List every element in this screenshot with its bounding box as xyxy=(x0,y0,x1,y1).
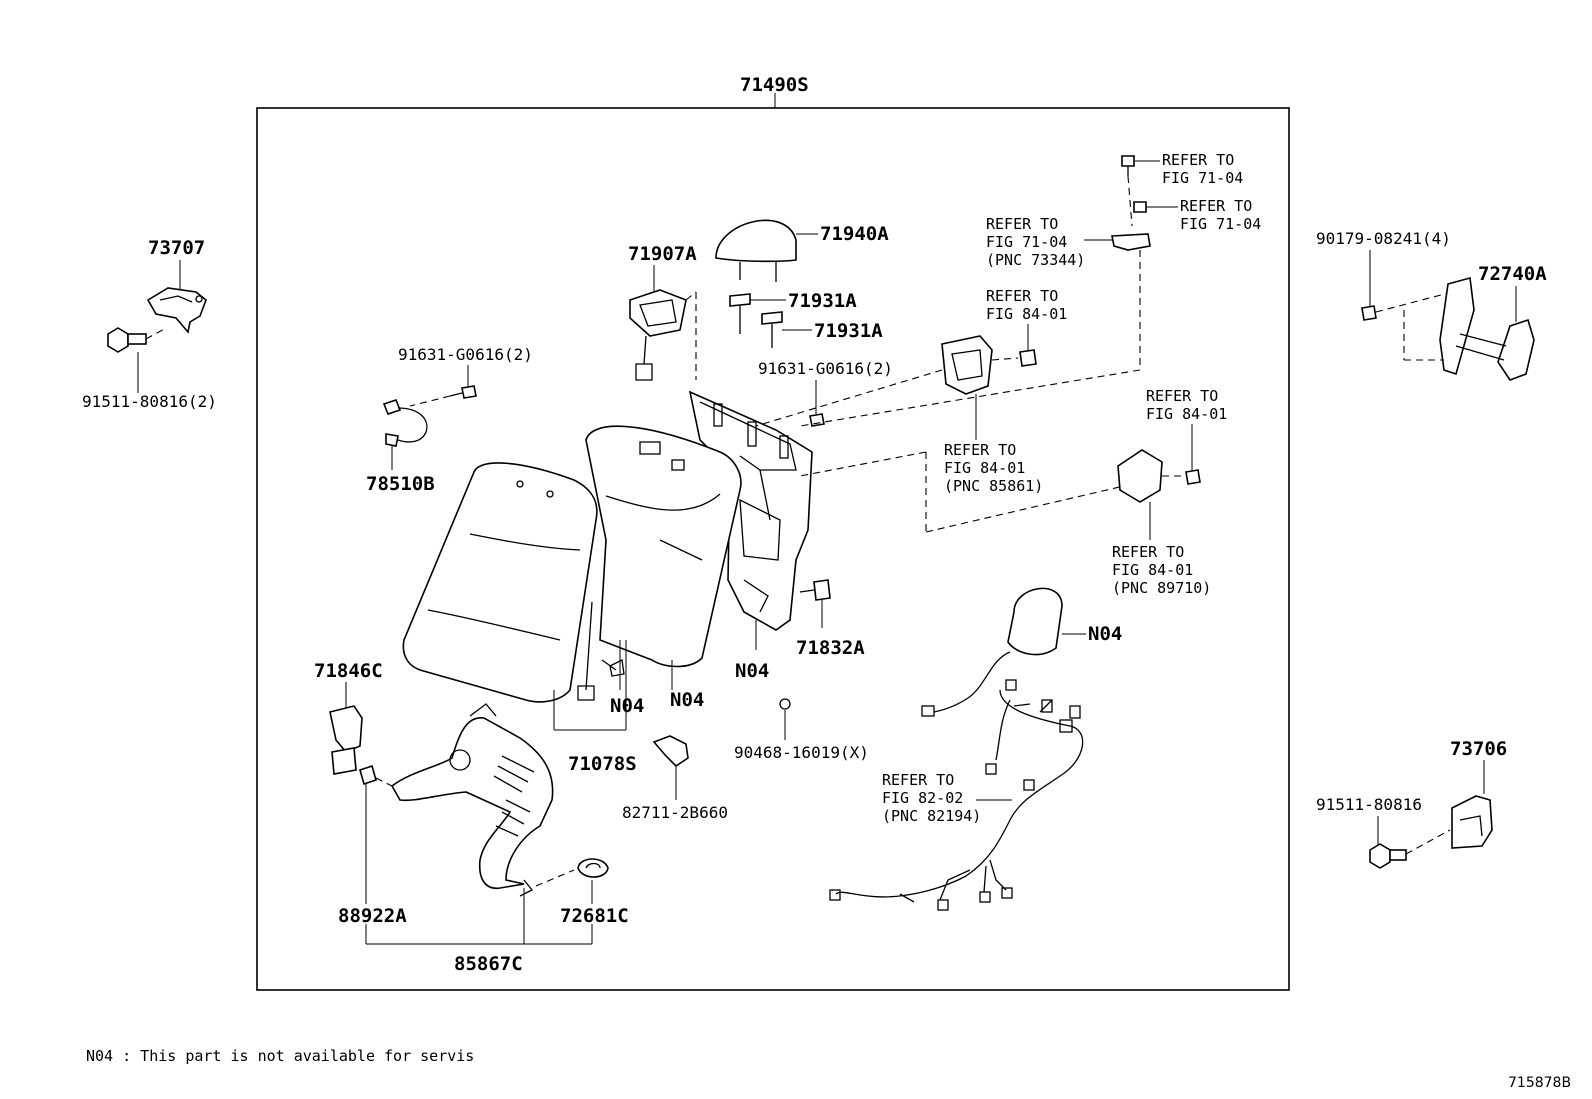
clip-88922a xyxy=(359,764,377,786)
harness-78510b xyxy=(382,399,428,447)
part-label-82711-2b660[interactable]: 82711-2B660 xyxy=(622,803,728,822)
ecu-pnc-89710 xyxy=(1117,449,1163,503)
part-label-n04-a[interactable]: N04 xyxy=(610,695,644,717)
part-label-90179-08241-4[interactable]: 90179-08241(4) xyxy=(1316,229,1451,248)
part-label-91631-g0616-2b[interactable]: 91631-G0616(2) xyxy=(758,359,893,378)
headrest-71940a xyxy=(715,219,797,282)
ref-8-line2: FIG 82-02 xyxy=(882,789,963,807)
footnote: N04 : This part is not available for ser… xyxy=(86,1047,475,1065)
part-label-72681c[interactable]: 72681C xyxy=(560,905,629,927)
ref-5-line3: (PNC 85861) xyxy=(944,477,1043,495)
clamp-82711-2b660 xyxy=(652,735,689,768)
ref-5-line2: FIG 84-01 xyxy=(944,459,1025,477)
part-label-71940a[interactable]: 71940A xyxy=(820,223,889,245)
part-label-n04-c[interactable]: N04 xyxy=(735,660,769,682)
ref-6-line1: REFER TO xyxy=(1146,387,1218,405)
part-label-73706[interactable]: 73706 xyxy=(1450,738,1507,760)
bolt-91511-80816 xyxy=(1369,843,1407,869)
ref-8-line3: (PNC 82194) xyxy=(882,807,981,825)
bolt-91511-80816-2 xyxy=(107,327,147,353)
part-label-88922a[interactable]: 88922A xyxy=(338,905,407,927)
ref-2-line1: REFER TO xyxy=(1180,197,1252,215)
part-label-71931a-2[interactable]: 71931A xyxy=(814,320,883,342)
clip-71832a xyxy=(799,579,831,601)
part-label-90468-16019[interactable]: 90468-16019(X) xyxy=(734,743,869,762)
screw-ref-71-04-mid xyxy=(1133,201,1147,213)
figure-code: 715878B xyxy=(1508,1075,1572,1091)
seatback-pad xyxy=(585,425,742,668)
grommet-72681c xyxy=(577,858,609,878)
side-airbag-module xyxy=(1007,587,1063,656)
part-label-71931a-1[interactable]: 71931A xyxy=(788,290,857,312)
screw-91631-g0616-b xyxy=(809,413,825,427)
guide-71931a-1 xyxy=(729,293,751,334)
ref-8-line1: REFER TO xyxy=(882,771,954,789)
ref-4-line1: REFER TO xyxy=(986,287,1058,305)
ref-3-line3: (PNC 73344) xyxy=(986,251,1085,269)
ref-7-line3: (PNC 89710) xyxy=(1112,579,1211,597)
assembly-frame xyxy=(256,107,1290,991)
ref-3-line2: FIG 71-04 xyxy=(986,233,1067,251)
part-label-71832a[interactable]: 71832A xyxy=(796,637,865,659)
part-label-91511-80816-2[interactable]: 91511-80816(2) xyxy=(82,392,217,411)
nut-90179-08241 xyxy=(1361,305,1377,321)
part-label-78510b[interactable]: 78510B xyxy=(366,473,435,495)
part-label-91631-g0616-2a[interactable]: 91631-G0616(2) xyxy=(398,345,533,364)
ref-3-line1: REFER TO xyxy=(986,215,1058,233)
nut-ref-84-01-a xyxy=(1019,349,1037,367)
part-label-72740a[interactable]: 72740A xyxy=(1478,263,1547,285)
adjuster-72740a xyxy=(1439,276,1535,381)
screw-ref-71-04-top xyxy=(1121,155,1135,176)
ref-1-line2: FIG 71-04 xyxy=(1162,169,1243,187)
bracket-pnc-73344 xyxy=(1111,233,1151,251)
wire-harness xyxy=(829,651,1084,911)
assembly-label: 71490S xyxy=(740,74,809,96)
ref-2-line2: FIG 71-04 xyxy=(1180,215,1261,233)
part-label-73707[interactable]: 73707 xyxy=(148,237,205,259)
ecu-pnc-85861 xyxy=(941,335,993,395)
clip-90468-16019 xyxy=(779,698,791,710)
air-duct xyxy=(390,703,554,897)
ref-7-line1: REFER TO xyxy=(1112,543,1184,561)
part-label-n04-b[interactable]: N04 xyxy=(670,689,704,711)
ref-7-line2: FIG 84-01 xyxy=(1112,561,1193,579)
guide-71931a-2 xyxy=(761,311,783,348)
part-label-71846c[interactable]: 71846C xyxy=(314,660,383,682)
screw-91631-g0616-a xyxy=(449,385,477,399)
ref-5-line1: REFER TO xyxy=(944,441,1016,459)
part-label-71078s[interactable]: 71078S xyxy=(568,753,637,775)
nut-ref-84-01-b xyxy=(1185,469,1201,485)
part-label-71907a[interactable]: 71907A xyxy=(628,243,697,265)
ref-6-line2: FIG 84-01 xyxy=(1146,405,1227,423)
ref-1-line1: REFER TO xyxy=(1162,151,1234,169)
bracket-73706 xyxy=(1451,795,1493,849)
headrest-support-71907a xyxy=(629,289,687,381)
cover-71846c xyxy=(329,705,363,775)
seatback-cover-71078s xyxy=(402,462,625,703)
part-label-91511-80816[interactable]: 91511-80816 xyxy=(1316,795,1422,814)
bracket-73707 xyxy=(146,287,207,334)
ref-4-line2: FIG 84-01 xyxy=(986,305,1067,323)
part-label-n04-d[interactable]: N04 xyxy=(1088,623,1122,645)
part-label-85867c[interactable]: 85867C xyxy=(454,953,523,975)
